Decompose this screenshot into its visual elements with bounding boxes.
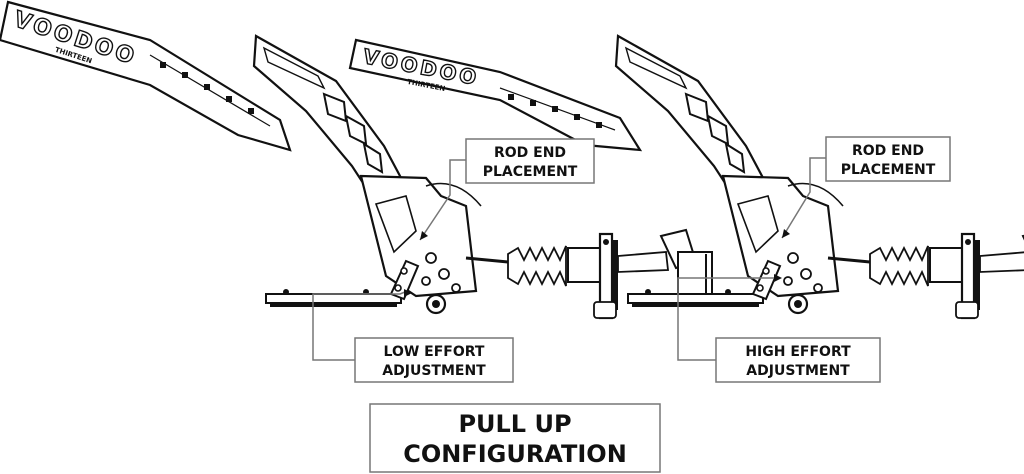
right-effort-line1: HIGH EFFORT: [745, 344, 851, 360]
left-handle-holes: [160, 62, 254, 114]
left-rod-end-line1: ROD END: [494, 145, 566, 161]
right-effort-callout: HIGH EFFORT ADJUSTMENT: [677, 274, 881, 383]
title-line2: CONFIGURATION: [403, 440, 627, 468]
left-effort-line2: ADJUSTMENT: [382, 363, 486, 379]
right-handle-shaft: [348, 38, 643, 152]
right-handle-holes: [508, 94, 602, 128]
right-rod-end-callout: ROD END PLACEMENT: [781, 136, 951, 239]
right-handbrake: VOODOO THIRTEEN: [348, 34, 1024, 320]
configuration-title-box: PULL UP CONFIGURATION: [369, 403, 661, 473]
left-rod-end-line2: PLACEMENT: [483, 164, 578, 180]
left-rod-end-callout: ROD END PLACEMENT: [419, 138, 595, 241]
left-effort-line1: LOW EFFORT: [384, 344, 485, 360]
right-rod-end-line2: PLACEMENT: [841, 162, 936, 178]
right-effort-line2: ADJUSTMENT: [746, 363, 850, 379]
title-line1: PULL UP: [458, 410, 571, 438]
left-effort-callout: LOW EFFORT ADJUSTMENT: [312, 289, 514, 383]
left-handle-shaft: [0, 0, 292, 152]
right-rod-end-line1: ROD END: [852, 143, 924, 159]
